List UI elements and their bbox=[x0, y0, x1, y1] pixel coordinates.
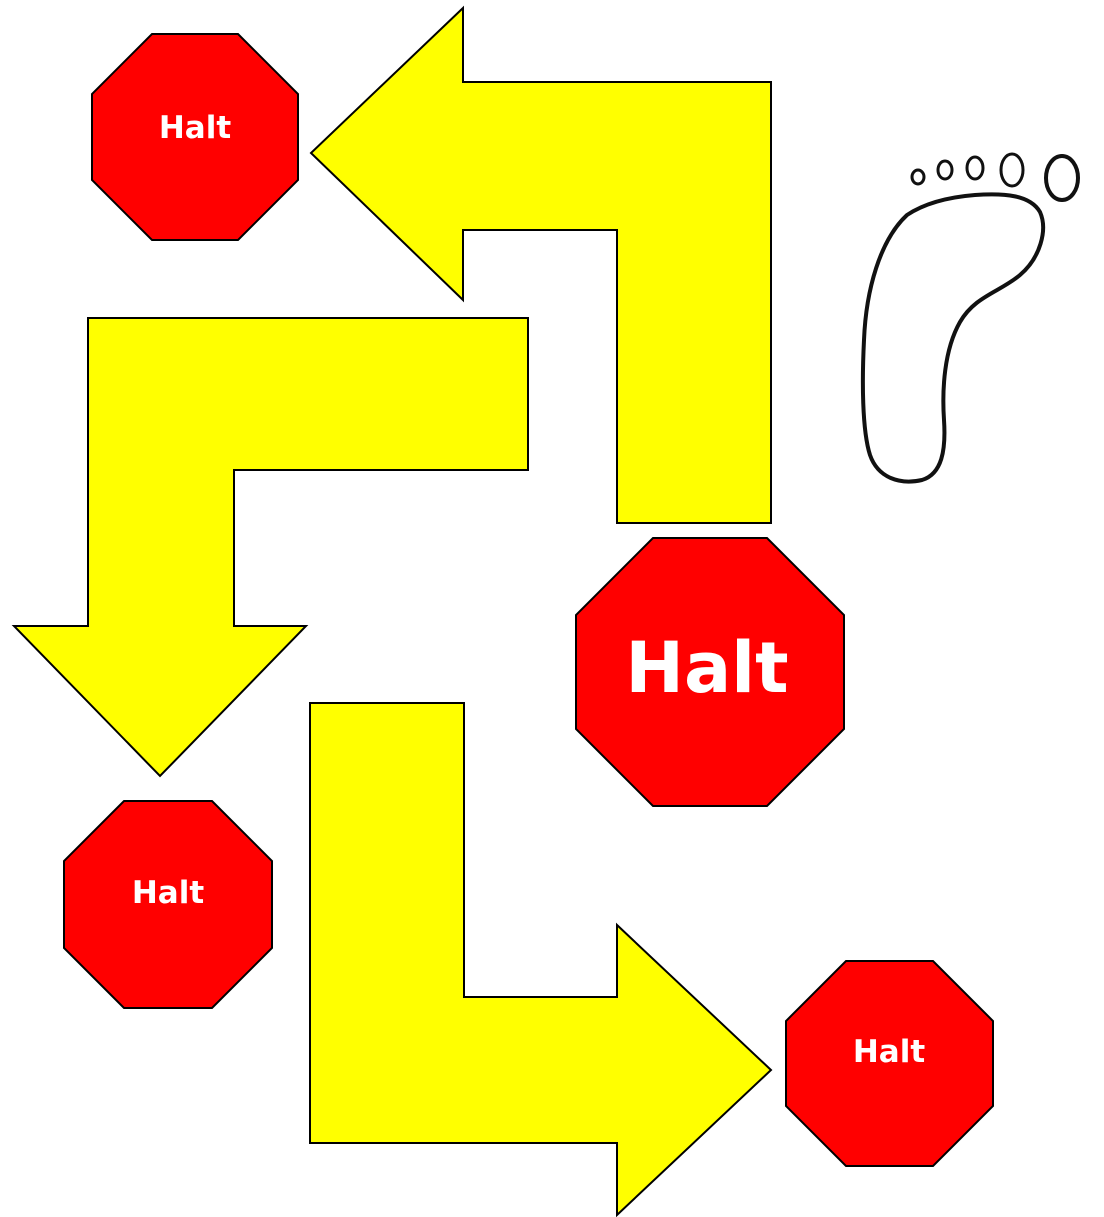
stop-sign-4: Halt bbox=[785, 960, 994, 1167]
stop-sign-label: Halt bbox=[853, 1034, 925, 1070]
stop-sign-label: Halt bbox=[159, 110, 231, 146]
stop-sign-3: Halt bbox=[63, 800, 273, 1009]
footprint-icon bbox=[860, 152, 1080, 484]
arrow-down-right bbox=[309, 702, 773, 1217]
stop-sign-octagon bbox=[91, 33, 299, 241]
stop-sign-1: Halt bbox=[91, 33, 299, 241]
stop-sign-2: Halt bbox=[575, 537, 845, 807]
stop-sign-octagon bbox=[785, 960, 994, 1167]
stop-sign-label: Halt bbox=[625, 627, 788, 709]
arrow-left-down bbox=[11, 317, 529, 778]
stop-sign-label: Halt bbox=[132, 875, 204, 911]
stop-sign-octagon bbox=[575, 537, 845, 807]
arrow-up-left bbox=[309, 5, 772, 524]
stop-sign-octagon bbox=[63, 800, 273, 1009]
